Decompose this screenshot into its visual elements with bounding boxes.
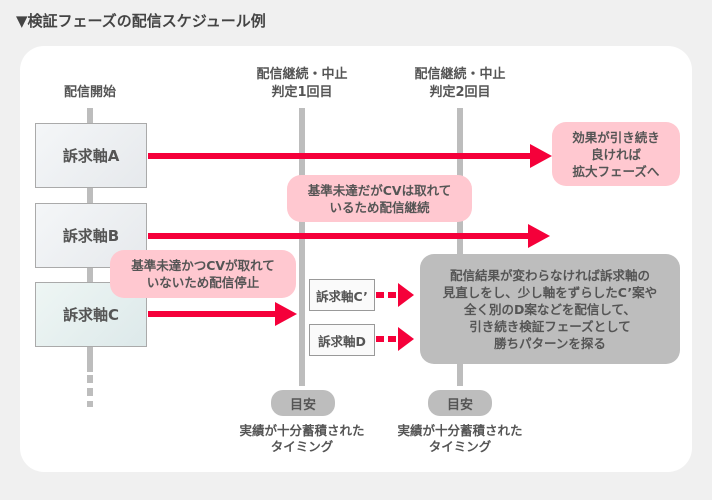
header-check1: 配信継続・中止 判定1回目 <box>256 67 348 100</box>
guide-caption-1: 実績が十分蓄積された タイミング <box>239 423 365 454</box>
ad-a: 訴求軸A <box>35 123 147 188</box>
next-step-box: 配信結果が変わらなければ訴求軸の 見直しをし、少し軸をずらしたC’案や 全く別の… <box>420 254 680 364</box>
bubble-continue: 基準未達だがCVは取れて いるため配信継続 <box>287 175 472 222</box>
timeline-start-dashed <box>87 375 93 407</box>
dashed-arrow-d <box>376 336 402 342</box>
timeline-check2 <box>457 108 463 386</box>
dashed-arrow-c-prime-head <box>398 283 414 307</box>
arrow-c-head <box>275 302 297 326</box>
header-check2: 配信継続・中止 判定2回目 <box>414 67 506 100</box>
dashed-arrow-d-head <box>398 327 414 351</box>
timeline-check1 <box>299 108 305 386</box>
guide-pill-2: 目安 <box>428 390 492 416</box>
arrow-c <box>148 311 276 317</box>
page-title: ▼検証フェーズの配信スケジュール例 <box>16 12 266 30</box>
arrow-a <box>148 153 532 159</box>
bubble-stop: 基準未達かつCVが取れて いないため配信停止 <box>110 250 296 298</box>
header-start: 配信開始 <box>63 85 116 100</box>
guide-pill-1: 目安 <box>271 390 335 416</box>
guide-caption-2: 実績が十分蓄積された タイミング <box>397 423 523 454</box>
bubble-expand: 効果が引き続き 良ければ 拡大フェーズへ <box>552 122 680 186</box>
dashed-arrow-c-prime <box>376 292 402 298</box>
ad-c-prime: 訴求軸C’ <box>309 279 375 311</box>
arrow-b-head <box>528 224 550 248</box>
ad-d: 訴求軸D <box>309 324 375 356</box>
arrow-b <box>148 233 530 239</box>
arrow-a-head <box>530 144 552 168</box>
